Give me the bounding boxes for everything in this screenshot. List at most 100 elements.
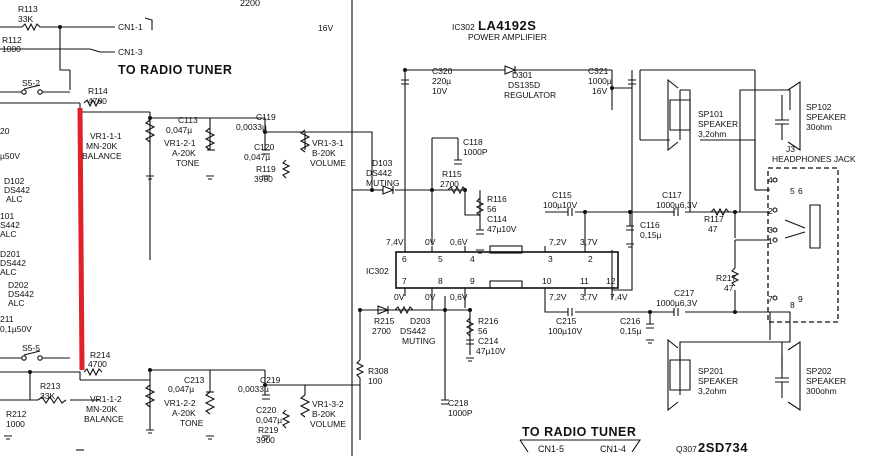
jack-pin: 4 [768,175,773,185]
left-label: D202 [8,280,29,290]
title-labels: LA4192S IC302 POWER AMPLIFIER TO RADIO T… [118,0,748,455]
r117-ref: R117 [704,214,724,224]
ic302-label: IC302 [366,266,389,276]
vr1-3-1-function: VOLUME [310,158,346,168]
ic-pin-5: 5 [438,254,443,264]
jack-pin: 8 [790,300,795,310]
c115-value: 100µ10V [543,200,578,210]
c220-ref: C220 [256,405,277,415]
resistor-symbol [355,359,365,390]
speaker-symbol [787,80,801,152]
piezo-symbol [775,95,789,140]
d103-function: MUTING [366,178,400,188]
jack-pin: 9 [798,294,803,304]
vr1-2-1-ref: VR1-2-1 [164,138,196,148]
jack-pin: 1 [768,236,773,246]
c113-value: 0,047µ [166,125,192,135]
r216-value: 56 [478,326,488,336]
c118-value: 1000P [463,147,488,157]
d203-function: MUTING [402,336,436,346]
r116-ref: R116 [487,194,507,204]
capacitor-symbol [441,399,449,405]
ic-pin-9: 9 [470,276,475,286]
d301-ref: D301 [512,70,533,80]
r212-value: 1000 [6,419,25,429]
d203-ref: D203 [410,316,431,326]
resistor-symbol [37,396,67,404]
ic-volt-bottom: 3,7V [580,292,598,302]
r219-ref: R219 [258,425,279,435]
sp102-ref: SP102 [806,102,832,112]
capacitor-symbol [262,394,270,400]
r115-value: 2700 [440,179,459,189]
speaker-symbol [667,338,679,412]
c113-ref: C113 [178,115,198,125]
resistor-symbol [21,22,41,32]
ic-volt-top: 7,4V [386,237,404,247]
speaker-symbol [669,90,691,140]
pot-symbol [299,129,311,153]
resistor-symbol [447,185,467,195]
jack-pin: 2 [768,206,773,216]
c218-ref: C218 [448,398,469,408]
capacitor-symbol [262,149,270,155]
s5-5-label: S5-5 [22,343,40,353]
left-label: ALC [8,298,25,308]
speaker-symbol [667,78,679,152]
r115-ref: R115 [442,169,462,179]
ic-volt-bottom: 0,6V [450,292,468,302]
vr1-3-2-value: B-20K [312,409,336,419]
ic-volt-bottom: 0V [394,292,405,302]
resistor-symbol [730,267,740,287]
ic302-body [395,245,619,289]
c119-ref: C119 [256,112,276,122]
sp102-value: 30ohm [806,122,832,132]
c216-ref: C216 [620,316,641,326]
vr1-3-1-value: B-20K [312,148,336,158]
r213-ref: R213 [40,381,61,391]
left-label: D201 [0,249,21,259]
vr1-2-2-function: TONE [180,418,204,428]
left-label: ALC [0,267,17,277]
r215-ref: R215 [374,316,395,326]
ic-volt-top: 3,7V [580,237,598,247]
r119-ref: R119 [256,164,276,174]
ic-volt-bottom: 7,4V [610,292,628,302]
pot-symbol [144,384,156,408]
ic-pin-3: 3 [548,254,553,264]
piezo-symbol [775,355,789,398]
c116-value: 0,15µ [640,230,662,240]
ic-part-title: LA4192S [478,18,536,33]
jack-pin: 5 [790,186,795,196]
ic-pin-7: 7 [402,276,407,286]
r119-value: 3900 [254,174,273,184]
r217-ref: R217 [716,273,737,283]
r112-ref: R112 [2,35,22,45]
d301-value: DS135D [508,80,540,90]
d301-function: REGULATOR [504,90,556,100]
cn1-5-label: CN1-5 [538,444,564,454]
r214-ref: R214 [90,350,111,360]
left-label: ALC [0,229,17,239]
vr1-3-2-ref: VR1-3-2 [312,399,344,409]
speaker-symbol [787,340,801,412]
q307-part: 2SD734 [698,440,748,455]
r215-value: 2700 [372,326,391,336]
diode-symbol [377,305,390,315]
sp202-value: 300ohm [806,386,837,396]
r116-value: 56 [487,204,497,214]
vr1-1-1-ref: VR1-1-1 [90,131,122,141]
capacitor-symbol [567,208,573,216]
highlighted-trace [77,107,85,371]
c321-ref: C321 [588,66,609,76]
r216-ref: R216 [478,316,499,326]
c213-value: 0,047µ [168,384,194,394]
vr1-1-2-ref: VR1-1-2 [90,394,122,404]
r214-value: 4700 [88,359,107,369]
junction-dots [28,25,737,387]
ic-ref-title: IC302 [452,22,475,32]
ic-pin-11: 11 [580,276,589,286]
left-label: 211 [0,314,14,324]
c320-voltage: 10V [432,86,447,96]
r217-value: 47 [724,283,734,293]
